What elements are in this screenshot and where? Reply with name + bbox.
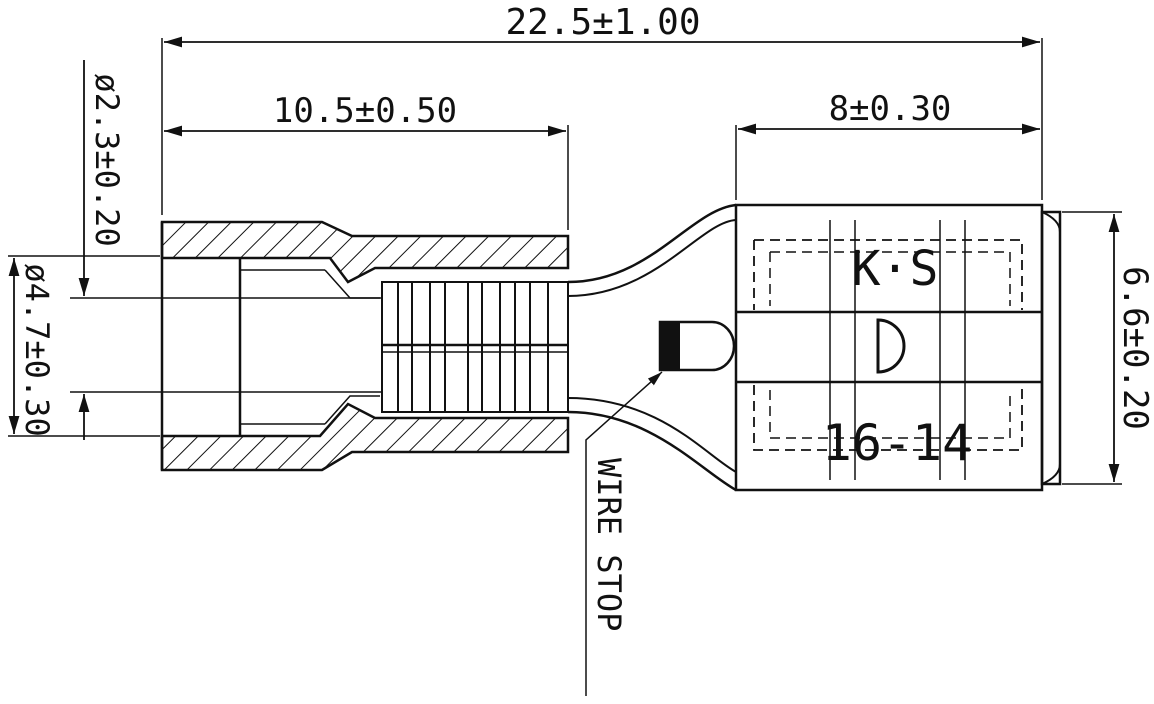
brand-marking: K·S <box>852 241 939 297</box>
receptacle-length-label: 8±0.30 <box>829 89 952 129</box>
overall-length-label: 22.5±1.00 <box>505 2 700 43</box>
dimension-lines <box>8 36 1122 485</box>
wire-stop-leader <box>585 371 663 696</box>
receptacle-width-label: 6.6±0.20 <box>1115 266 1154 430</box>
wire-stop-label: WIRE STOP <box>590 458 628 631</box>
wire-diameter-label: ø2.3±0.20 <box>88 73 126 246</box>
crimp-barrel <box>381 281 569 413</box>
gauge-marking: 16-14 <box>822 414 973 472</box>
wire-stop-feature <box>658 320 736 372</box>
barrel-length-label: 10.5±0.50 <box>273 91 457 131</box>
transition-body <box>567 203 737 492</box>
receptacle <box>734 203 1062 492</box>
sleeve-diameter-label: ø4.7±0.30 <box>18 263 56 436</box>
insulation-sleeve <box>160 220 570 472</box>
